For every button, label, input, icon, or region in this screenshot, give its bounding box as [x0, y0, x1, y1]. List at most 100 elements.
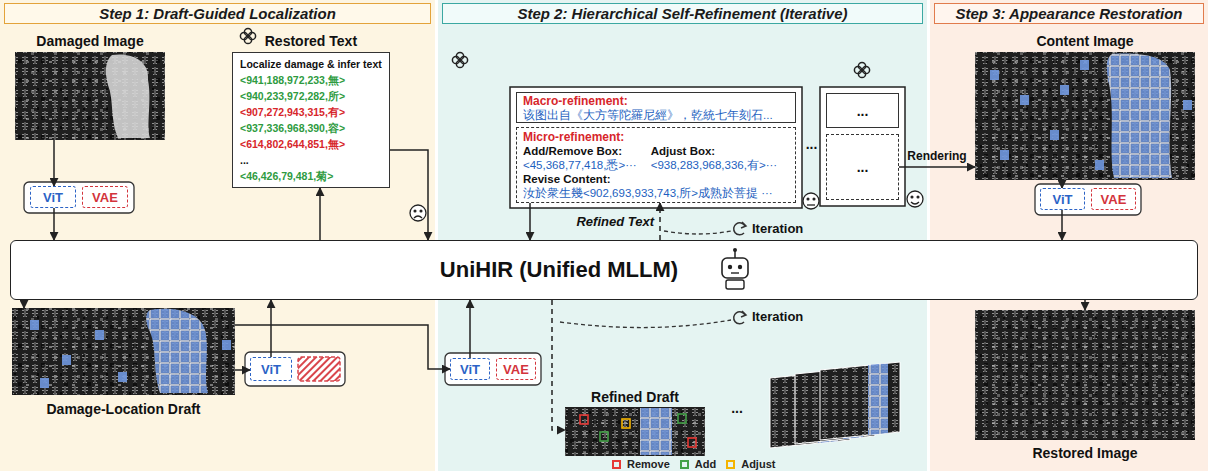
refine-item: Micro-refinement: — [523, 130, 789, 144]
connector — [319, 188, 321, 240]
output-line: <46,426,79,481,菊> — [240, 168, 382, 184]
output-line: <937,336,968,390,容> — [240, 120, 382, 136]
damage-draft-image — [12, 308, 235, 395]
model-title: UniHIR (Unified MLLM) — [440, 257, 678, 283]
refined-draft-image — [580, 415, 588, 424]
happy-face — [907, 191, 923, 207]
panel-ground — [0, 0, 435, 471]
panel-title: Step 1: Draft-Guided Localization — [4, 3, 431, 24]
refine-item: 汝於衆生幾<902,693,933,743,所>成熟於菩提 ··· — [523, 186, 789, 200]
sad-face — [414, 216, 422, 218]
happy-face — [911, 196, 913, 198]
content-image — [975, 52, 1195, 180]
legend-text: Add — [695, 458, 716, 470]
logo-icon — [858, 70, 865, 77]
model-ground — [10, 240, 1198, 300]
refinement-frame — [510, 87, 802, 208]
content-image — [975, 52, 1195, 180]
robot-icon — [734, 251, 736, 258]
legend: RemoveAddAdjust — [612, 458, 779, 470]
text-output-box: Restored TextLocalize damage & infer tex… — [232, 32, 390, 188]
image-panel: Refined Draft — [565, 388, 705, 456]
refined-draft-image — [565, 407, 705, 456]
panel-title: Step 3: Appearance Restoration — [934, 3, 1204, 24]
damage-draft-image — [222, 340, 231, 350]
encoder-box: VAE — [496, 358, 536, 380]
damage-draft-image — [30, 320, 231, 388]
logo-icon — [240, 28, 255, 43]
content-image — [990, 70, 999, 80]
iteration-path — [560, 320, 731, 328]
refine-item: Add/Remove Box: — [523, 144, 637, 158]
encoder-box: ViT — [250, 357, 292, 381]
iteration-label: Iteration — [752, 309, 803, 325]
step-panel: Step 1: Draft-Guided LocalizationDamaged… — [0, 0, 435, 471]
sad-face — [414, 210, 416, 212]
masked-vae-box — [298, 357, 340, 381]
damage-draft-image — [30, 320, 39, 330]
encoder-label: VAE — [1101, 192, 1127, 207]
legend-text: Adjust — [741, 458, 775, 470]
connector-label: Rendering — [907, 149, 966, 164]
ellipsis-label: ... — [727, 400, 747, 416]
stacked-drafts — [820, 362, 900, 440]
sad-face — [410, 205, 426, 221]
image-caption: Damage-Location Draft — [12, 400, 235, 418]
model-box: UniHIR (Unified MLLM) — [10, 240, 1198, 300]
logo-icon — [244, 28, 251, 35]
encoder-label: ViT — [261, 362, 281, 377]
step-panel: Step 2: Hierarchical Self-Refinement (It… — [438, 0, 927, 471]
damage-draft-image — [12, 308, 235, 395]
iteration-path — [664, 231, 731, 234]
damage-draft-image — [62, 355, 71, 365]
restored-image — [975, 310, 1195, 440]
micro-box: Micro-refinement:Add/Remove Box:<45,368,… — [516, 127, 796, 203]
refined-draft-image — [565, 407, 705, 456]
panel-ground — [438, 0, 927, 471]
logo-icon — [456, 60, 463, 67]
logo-icon — [858, 62, 865, 69]
refine-content: 该图出自《大方等陀羅尼經》，乾統七年刻石... — [523, 108, 789, 122]
legend-swatch — [680, 460, 689, 469]
ellipsis: ... — [857, 159, 869, 175]
step-panel: Step 3: Appearance RestorationContent Im… — [930, 0, 1208, 471]
image-caption: Damaged Image — [15, 32, 165, 50]
damage-draft-image — [12, 308, 235, 395]
damage-draft-image — [146, 309, 208, 393]
refine-item: <45,368,77,418,悉>··· — [523, 158, 637, 172]
restored-image — [975, 310, 1195, 440]
panel-title: Step 2: Hierarchical Self-Refinement (It… — [442, 3, 923, 24]
refined-draft-image — [580, 414, 696, 447]
iteration-label: Iteration — [752, 221, 803, 237]
refined-draft-image — [600, 432, 608, 441]
refined-draft-image — [640, 408, 672, 455]
refine-item: Adjust Box: — [651, 144, 789, 158]
content-image — [1080, 60, 1089, 70]
encoder-group — [24, 182, 134, 213]
image-caption: Restored Image — [975, 444, 1195, 462]
neutral-face — [807, 204, 815, 205]
neutral-face — [803, 193, 819, 209]
damaged-image — [106, 54, 150, 138]
output-line: ... — [240, 152, 382, 168]
damage-draft-image — [95, 330, 104, 340]
connector — [53, 208, 55, 240]
iteration-box: ... — [826, 134, 899, 200]
encoder-box: VAE — [82, 186, 128, 208]
robot-icon — [722, 248, 748, 289]
robot-icon — [731, 272, 739, 273]
refine-item: <938,283,968,336,有>··· — [651, 158, 789, 172]
iteration-box: ... — [826, 93, 899, 128]
encoder-box: ViT — [450, 358, 490, 380]
neutral-face — [803, 193, 819, 209]
refined-draft-image — [688, 438, 696, 447]
encoder-label: VAE — [503, 362, 529, 377]
refined-draft-image — [622, 419, 630, 428]
content-image — [990, 60, 1192, 170]
connector — [659, 203, 661, 240]
iteration-icon — [734, 312, 745, 324]
content-image — [975, 52, 1195, 180]
content-image — [1183, 100, 1192, 110]
sad-face — [410, 205, 426, 221]
